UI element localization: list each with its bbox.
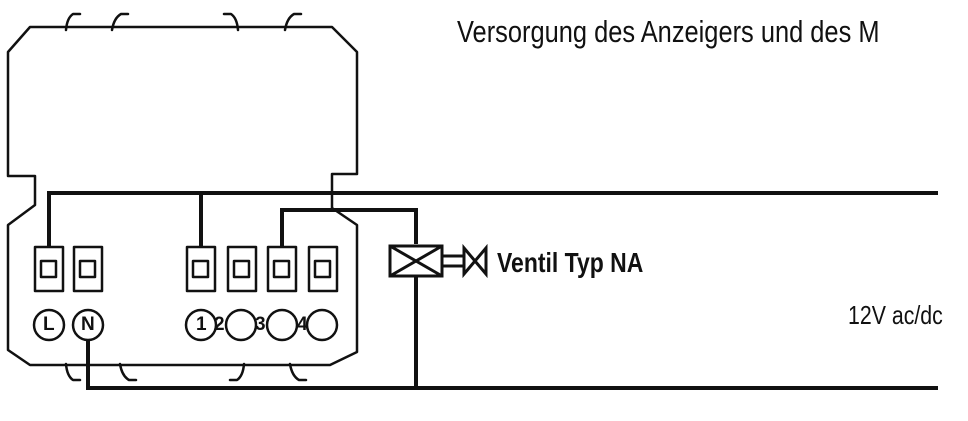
terminal-block xyxy=(226,245,258,293)
terminal-label-2: 2 xyxy=(214,314,225,335)
valve-label: Ventil Typ NA xyxy=(497,247,644,278)
mounting-clip xyxy=(118,362,138,382)
terminal-label-4: 4 xyxy=(297,314,308,335)
terminal-label-L: L xyxy=(43,314,55,335)
terminal-block xyxy=(307,245,339,293)
mounting-clip xyxy=(110,12,130,32)
supply-line-upper xyxy=(47,191,938,247)
terminal-screw-3 xyxy=(265,308,299,342)
mounting-clip xyxy=(228,362,246,382)
terminal-screw-1 xyxy=(184,308,218,342)
terminal-screw-2 xyxy=(224,308,258,342)
terminal-screw-4 xyxy=(305,308,339,342)
mounting-clip xyxy=(288,362,308,382)
terminal-block xyxy=(33,245,65,293)
mounting-clip xyxy=(283,12,303,32)
mounting-clip xyxy=(222,12,240,32)
wire-terminal-3-valve xyxy=(280,208,418,247)
terminal-label-3: 3 xyxy=(255,314,266,335)
supply-line-lower xyxy=(86,340,938,390)
terminal-block xyxy=(185,245,217,293)
valve-actuator-icon xyxy=(388,244,464,278)
terminal-block xyxy=(72,245,104,293)
terminal-label-1: 1 xyxy=(196,314,207,335)
terminal-block xyxy=(266,245,298,293)
terminal-label-N: N xyxy=(81,314,95,335)
mounting-clip xyxy=(64,12,82,32)
diagram-title: Versorgung des Anzeigers und des M xyxy=(457,14,880,49)
device-housing xyxy=(6,25,359,367)
supply-voltage-label: 12V ac/dc xyxy=(848,300,943,330)
mounting-clip xyxy=(64,362,82,382)
valve-body-icon xyxy=(462,243,488,279)
terminal-screw-L xyxy=(32,308,66,342)
